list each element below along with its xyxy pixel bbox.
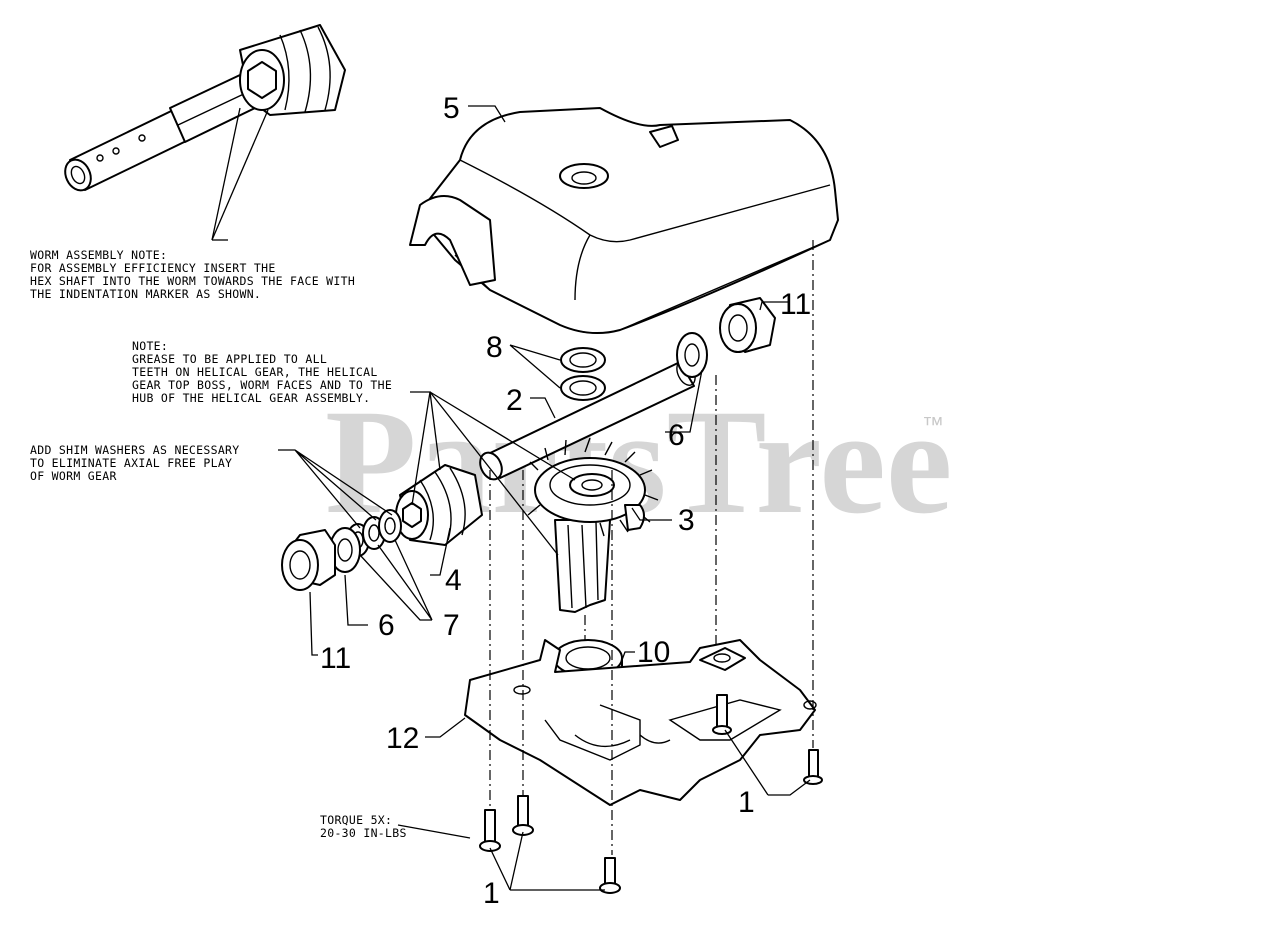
callout-1-right[interactable]: 1 xyxy=(738,786,755,819)
svg-text:GREASE TO BE APPLIED TO ALL: GREASE TO BE APPLIED TO ALL xyxy=(132,352,327,366)
callout-11-left[interactable]: 11 xyxy=(320,642,351,675)
callout-6-right[interactable]: 6 xyxy=(668,419,685,452)
callout-6-left[interactable]: 6 xyxy=(378,609,395,642)
callout-3[interactable]: 3 xyxy=(678,504,695,537)
svg-text:20-30 IN-LBS: 20-30 IN-LBS xyxy=(320,826,407,840)
svg-text:FOR ASSEMBLY EFFICIENCY INSERT: FOR ASSEMBLY EFFICIENCY INSERT THE xyxy=(30,261,276,275)
svg-text:HEX SHAFT INTO THE WORM TOWARD: HEX SHAFT INTO THE WORM TOWARDS THE FACE… xyxy=(30,274,355,288)
worm-assembly-note: WORM ASSEMBLY NOTE: FOR ASSEMBLY EFFICIE… xyxy=(30,248,355,301)
svg-text:GEAR TOP BOSS, WORM FACES AND: GEAR TOP BOSS, WORM FACES AND TO THE xyxy=(132,378,392,392)
shim-note: ADD SHIM WASHERS AS NECESSARY TO ELIMINA… xyxy=(30,443,239,483)
svg-text:ADD SHIM WASHERS AS NECESSARY: ADD SHIM WASHERS AS NECESSARY xyxy=(30,443,239,457)
svg-text:NOTE:: NOTE: xyxy=(132,339,168,353)
callout-10[interactable]: 10 xyxy=(637,636,670,669)
svg-text:TEETH ON HELICAL GEAR, THE HEL: TEETH ON HELICAL GEAR, THE HELICAL xyxy=(132,365,378,379)
grease-note: NOTE: GREASE TO BE APPLIED TO ALL TEETH … xyxy=(132,339,392,405)
part-3-helical-gear xyxy=(527,437,659,613)
callout-1-bottom[interactable]: 1 xyxy=(483,877,500,910)
worm-inset-illustration xyxy=(64,24,346,192)
part-11-nut-left xyxy=(281,529,336,591)
part-2-shaft xyxy=(479,360,696,481)
leader-lines xyxy=(278,105,811,891)
svg-text:TO ELIMINATE AXIAL FREE PLAY: TO ELIMINATE AXIAL FREE PLAY xyxy=(30,456,232,470)
part-11-nut-right xyxy=(719,297,776,353)
watermark-trademark: ™ xyxy=(922,412,944,437)
callout-4[interactable]: 4 xyxy=(445,564,462,597)
svg-text:THE INDENTATION MARKER AS SHOW: THE INDENTATION MARKER AS SHOWN. xyxy=(30,287,261,301)
callout-12[interactable]: 12 xyxy=(386,722,419,755)
svg-text:OF WORM GEAR: OF WORM GEAR xyxy=(30,469,117,483)
part-6-washer-right xyxy=(676,332,708,378)
part-12-base-plate xyxy=(464,639,817,806)
svg-text:HUB OF THE HELICAL GEAR ASSEMB: HUB OF THE HELICAL GEAR ASSEMBLY. xyxy=(132,391,370,405)
svg-text:TORQUE 5X:: TORQUE 5X: xyxy=(320,813,392,827)
callout-2[interactable]: 2 xyxy=(506,384,523,417)
callout-5[interactable]: 5 xyxy=(443,92,460,125)
callout-11-top[interactable]: 11 xyxy=(780,288,811,321)
svg-text:WORM ASSEMBLY NOTE:: WORM ASSEMBLY NOTE: xyxy=(30,248,167,262)
alignment-lines xyxy=(489,240,814,855)
torque-note: TORQUE 5X: 20-30 IN-LBS xyxy=(320,813,407,840)
callout-8[interactable]: 8 xyxy=(486,331,503,364)
callout-7[interactable]: 7 xyxy=(443,609,460,642)
part-4-worm xyxy=(395,464,483,546)
part-6-washer-left xyxy=(329,527,361,573)
part-8-washers xyxy=(560,347,606,401)
part-5-gearbox-cover xyxy=(409,107,839,335)
